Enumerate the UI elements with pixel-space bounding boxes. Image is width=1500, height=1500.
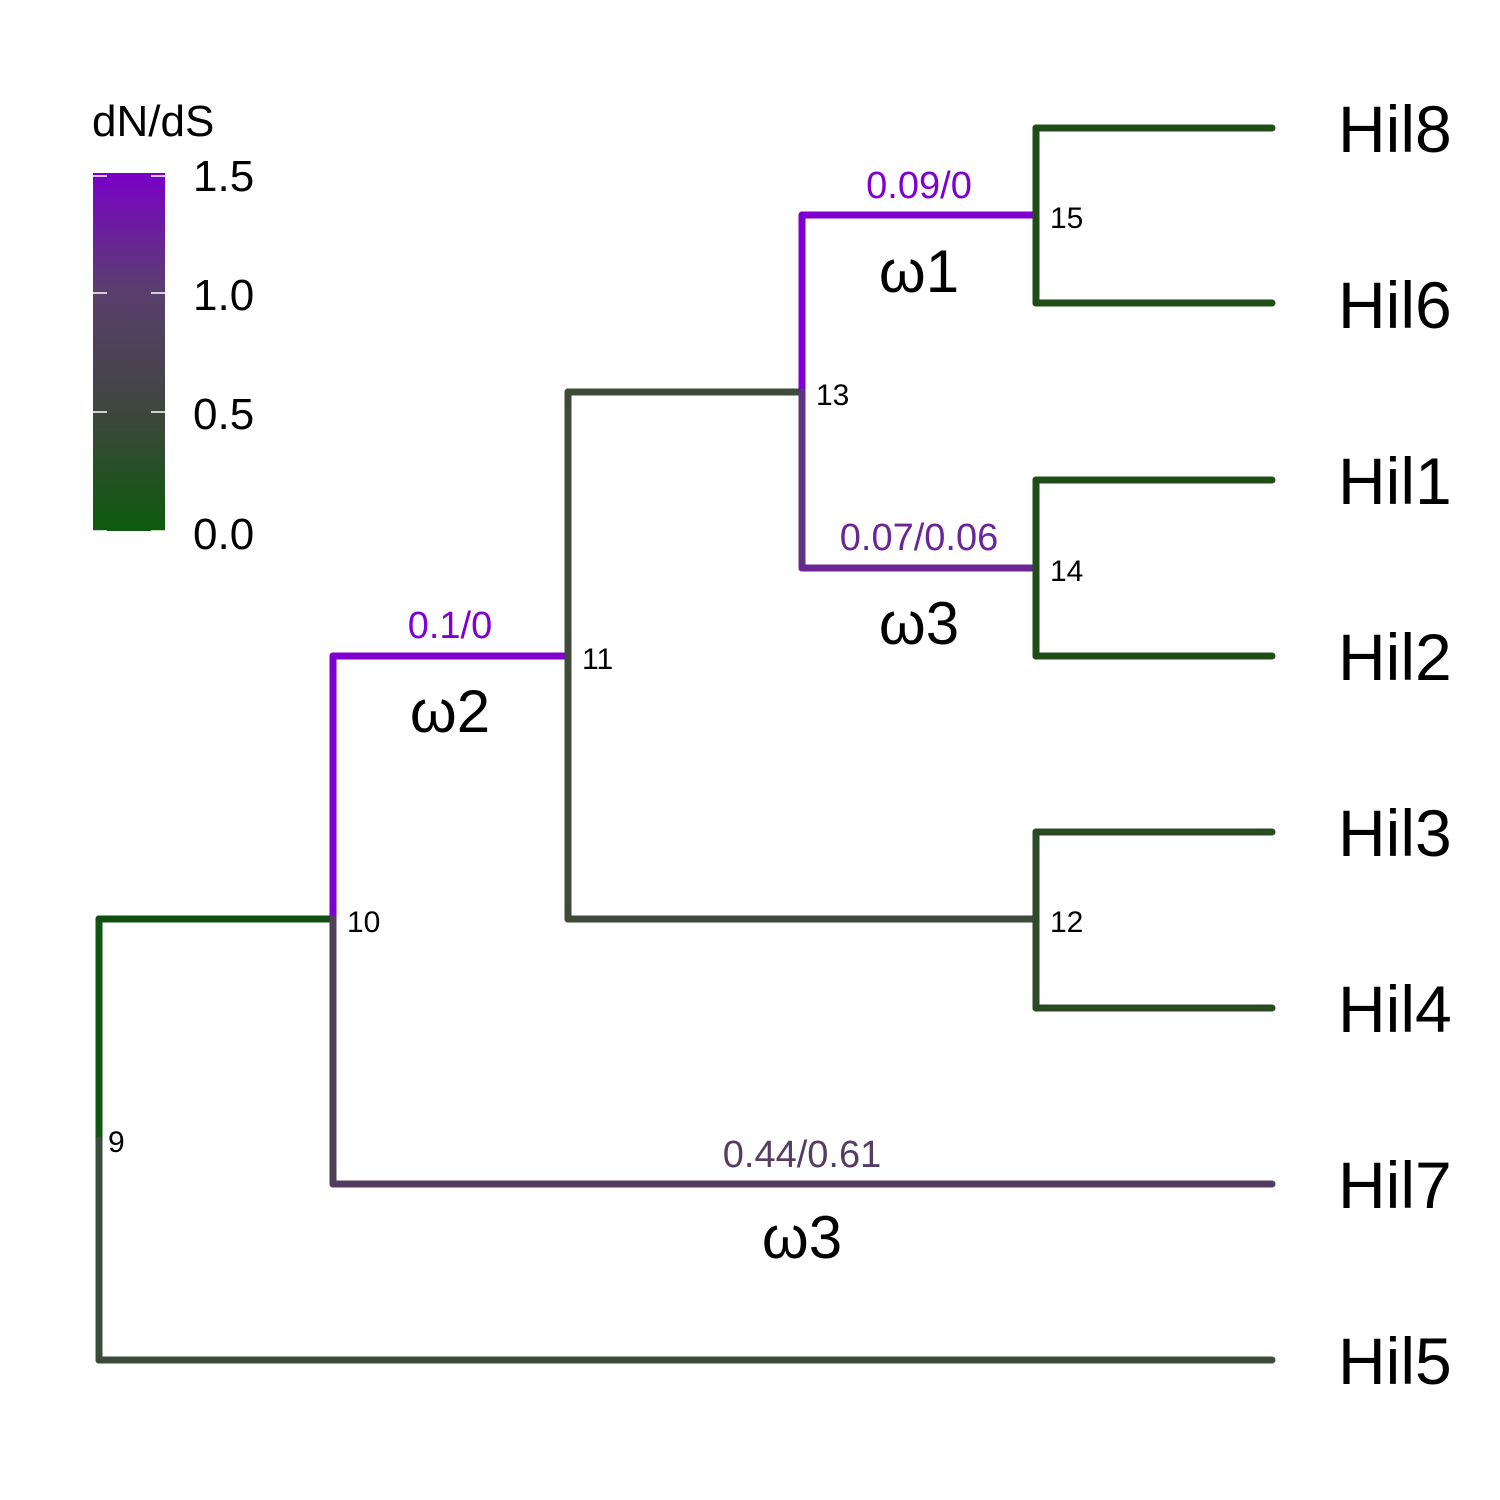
node-label-11: 11 (582, 643, 613, 676)
node-label-9: 9 (108, 1126, 125, 1159)
tip-label: Hil5 (1338, 1324, 1452, 1398)
legend-tick-label: 1.0 (193, 271, 254, 320)
tip-label: Hil3 (1338, 796, 1452, 870)
tip-label: Hil7 (1338, 1148, 1452, 1222)
ratio-label-b14: 0.07/0.06 (840, 517, 998, 559)
tip-label: Hil4 (1338, 972, 1452, 1046)
tip-labels: Hil8 Hil6 Hil1 Hil2 Hil3 Hil4 Hil7 Hil5 (1338, 92, 1452, 1398)
tip-label: Hil1 (1338, 444, 1452, 518)
omega-labels: ω1 ω3 ω2 ω3 (410, 238, 959, 1271)
omega-label-b11: ω2 (410, 678, 490, 745)
legend-tick-label: 0.0 (193, 510, 254, 559)
ratio-label-b11: 0.1/0 (408, 605, 493, 647)
node-label-10: 10 (347, 906, 380, 939)
tip-label: Hil6 (1338, 268, 1452, 342)
node-label-14: 14 (1050, 555, 1083, 588)
legend-tick-marks (93, 175, 165, 532)
node-label-13: 13 (816, 379, 849, 412)
legend-tick-label: 0.5 (193, 390, 254, 439)
legend-title: dN/dS (92, 97, 214, 146)
ratio-label-b7: 0.44/0.61 (723, 1134, 881, 1176)
tree-branches (95, 124, 1276, 1364)
node-label-15: 15 (1050, 202, 1083, 235)
tip-label: Hil2 (1338, 620, 1452, 694)
legend-tick-label: 1.5 (193, 152, 254, 201)
legend-colorbar (93, 173, 165, 531)
node-labels: 9 10 11 12 13 14 15 (108, 202, 1083, 1159)
ratio-labels: 0.09/0 0.07/0.06 0.1/0 0.44/0.61 (408, 165, 999, 1176)
omega-label-b15: ω1 (879, 238, 959, 305)
omega-label-b14: ω3 (879, 590, 959, 657)
omega-label-b7: ω3 (762, 1204, 842, 1271)
node-label-12: 12 (1050, 906, 1083, 939)
tip-label: Hil8 (1338, 92, 1452, 166)
color-legend: dN/dS 1.5 1.0 0.5 0.0 (92, 97, 254, 559)
ratio-label-b15: 0.09/0 (866, 165, 972, 207)
